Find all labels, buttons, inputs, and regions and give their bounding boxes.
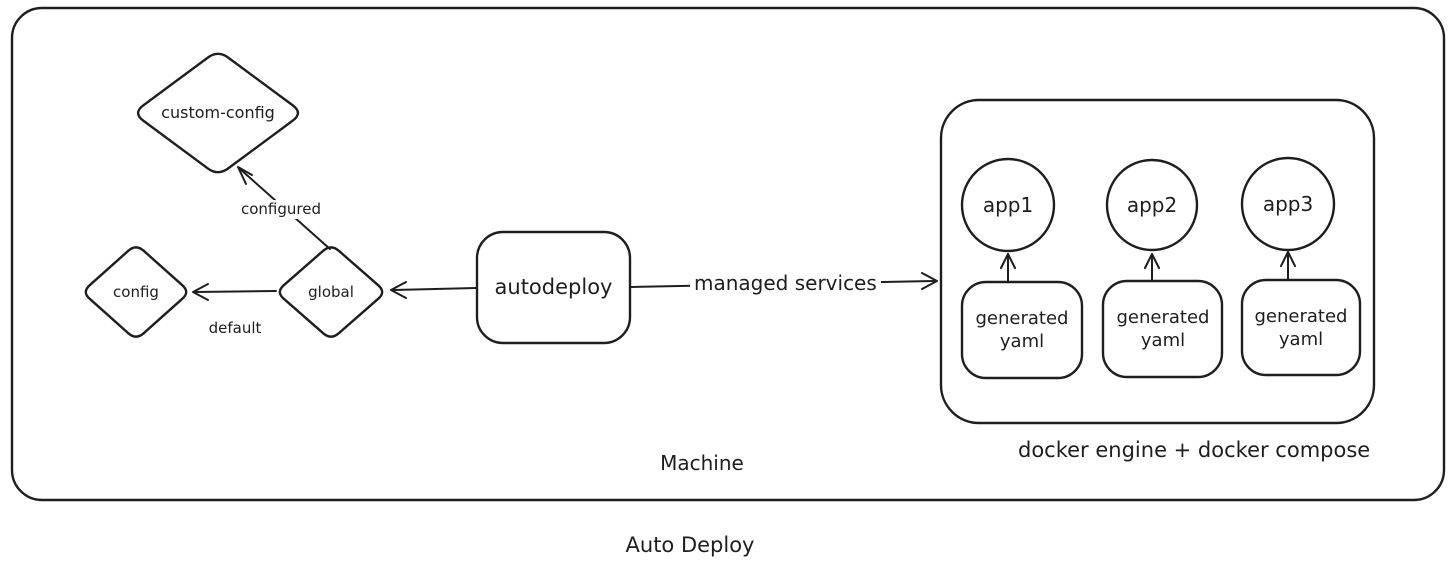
config-label: config [113,283,159,301]
edge-configured-arrowhead [237,166,253,185]
edge-managed-services-label: managed services [690,271,881,296]
custom-config-label: custom-config [161,103,275,122]
custom-config-diamond [136,52,300,174]
generated-yaml-box-3 [1240,278,1362,377]
edge-yaml1-app1-arrowhead [1000,253,1016,269]
edge-default-arrowhead [192,283,209,301]
edge-autodeploy-global-arrowhead [390,281,407,299]
config-diamond [84,246,188,338]
generated-yaml-box-1 [960,280,1084,380]
global-diamond [278,246,384,338]
edge-default-line [195,290,277,293]
docker-group-caption: docker engine + docker compose [1018,438,1371,462]
edge-autodeploy-global-line [393,287,477,291]
app3-label: app3 [1262,192,1314,216]
autodeploy-box [475,230,632,345]
app1-label: app1 [982,193,1034,217]
app1-circle [960,157,1056,253]
edge-managed-services-arrowhead [921,272,938,290]
generated-yaml-box-2 [1101,279,1224,379]
generated-yaml-label-1: generated yaml [975,308,1069,352]
edge-yaml2-app2-arrowhead [1144,253,1160,269]
edge-configured-label: configured [237,200,325,219]
edge-yaml3-app3-arrowhead [1280,251,1296,267]
edge-default-label: default [208,319,262,337]
diagram-title: Auto Deploy [625,533,755,557]
docker-group-box [939,98,1376,425]
generated-yaml-label-3: generated yaml [1254,306,1348,350]
autodeploy-label: autodeploy [494,275,613,299]
machine-label: Machine [660,451,744,475]
app2-label: app2 [1126,193,1178,217]
app3-circle [1240,156,1336,252]
machine-box [10,6,1446,502]
app2-circle [1105,158,1199,252]
generated-yaml-label-2: generated yaml [1116,307,1210,351]
global-label: global [308,283,354,301]
